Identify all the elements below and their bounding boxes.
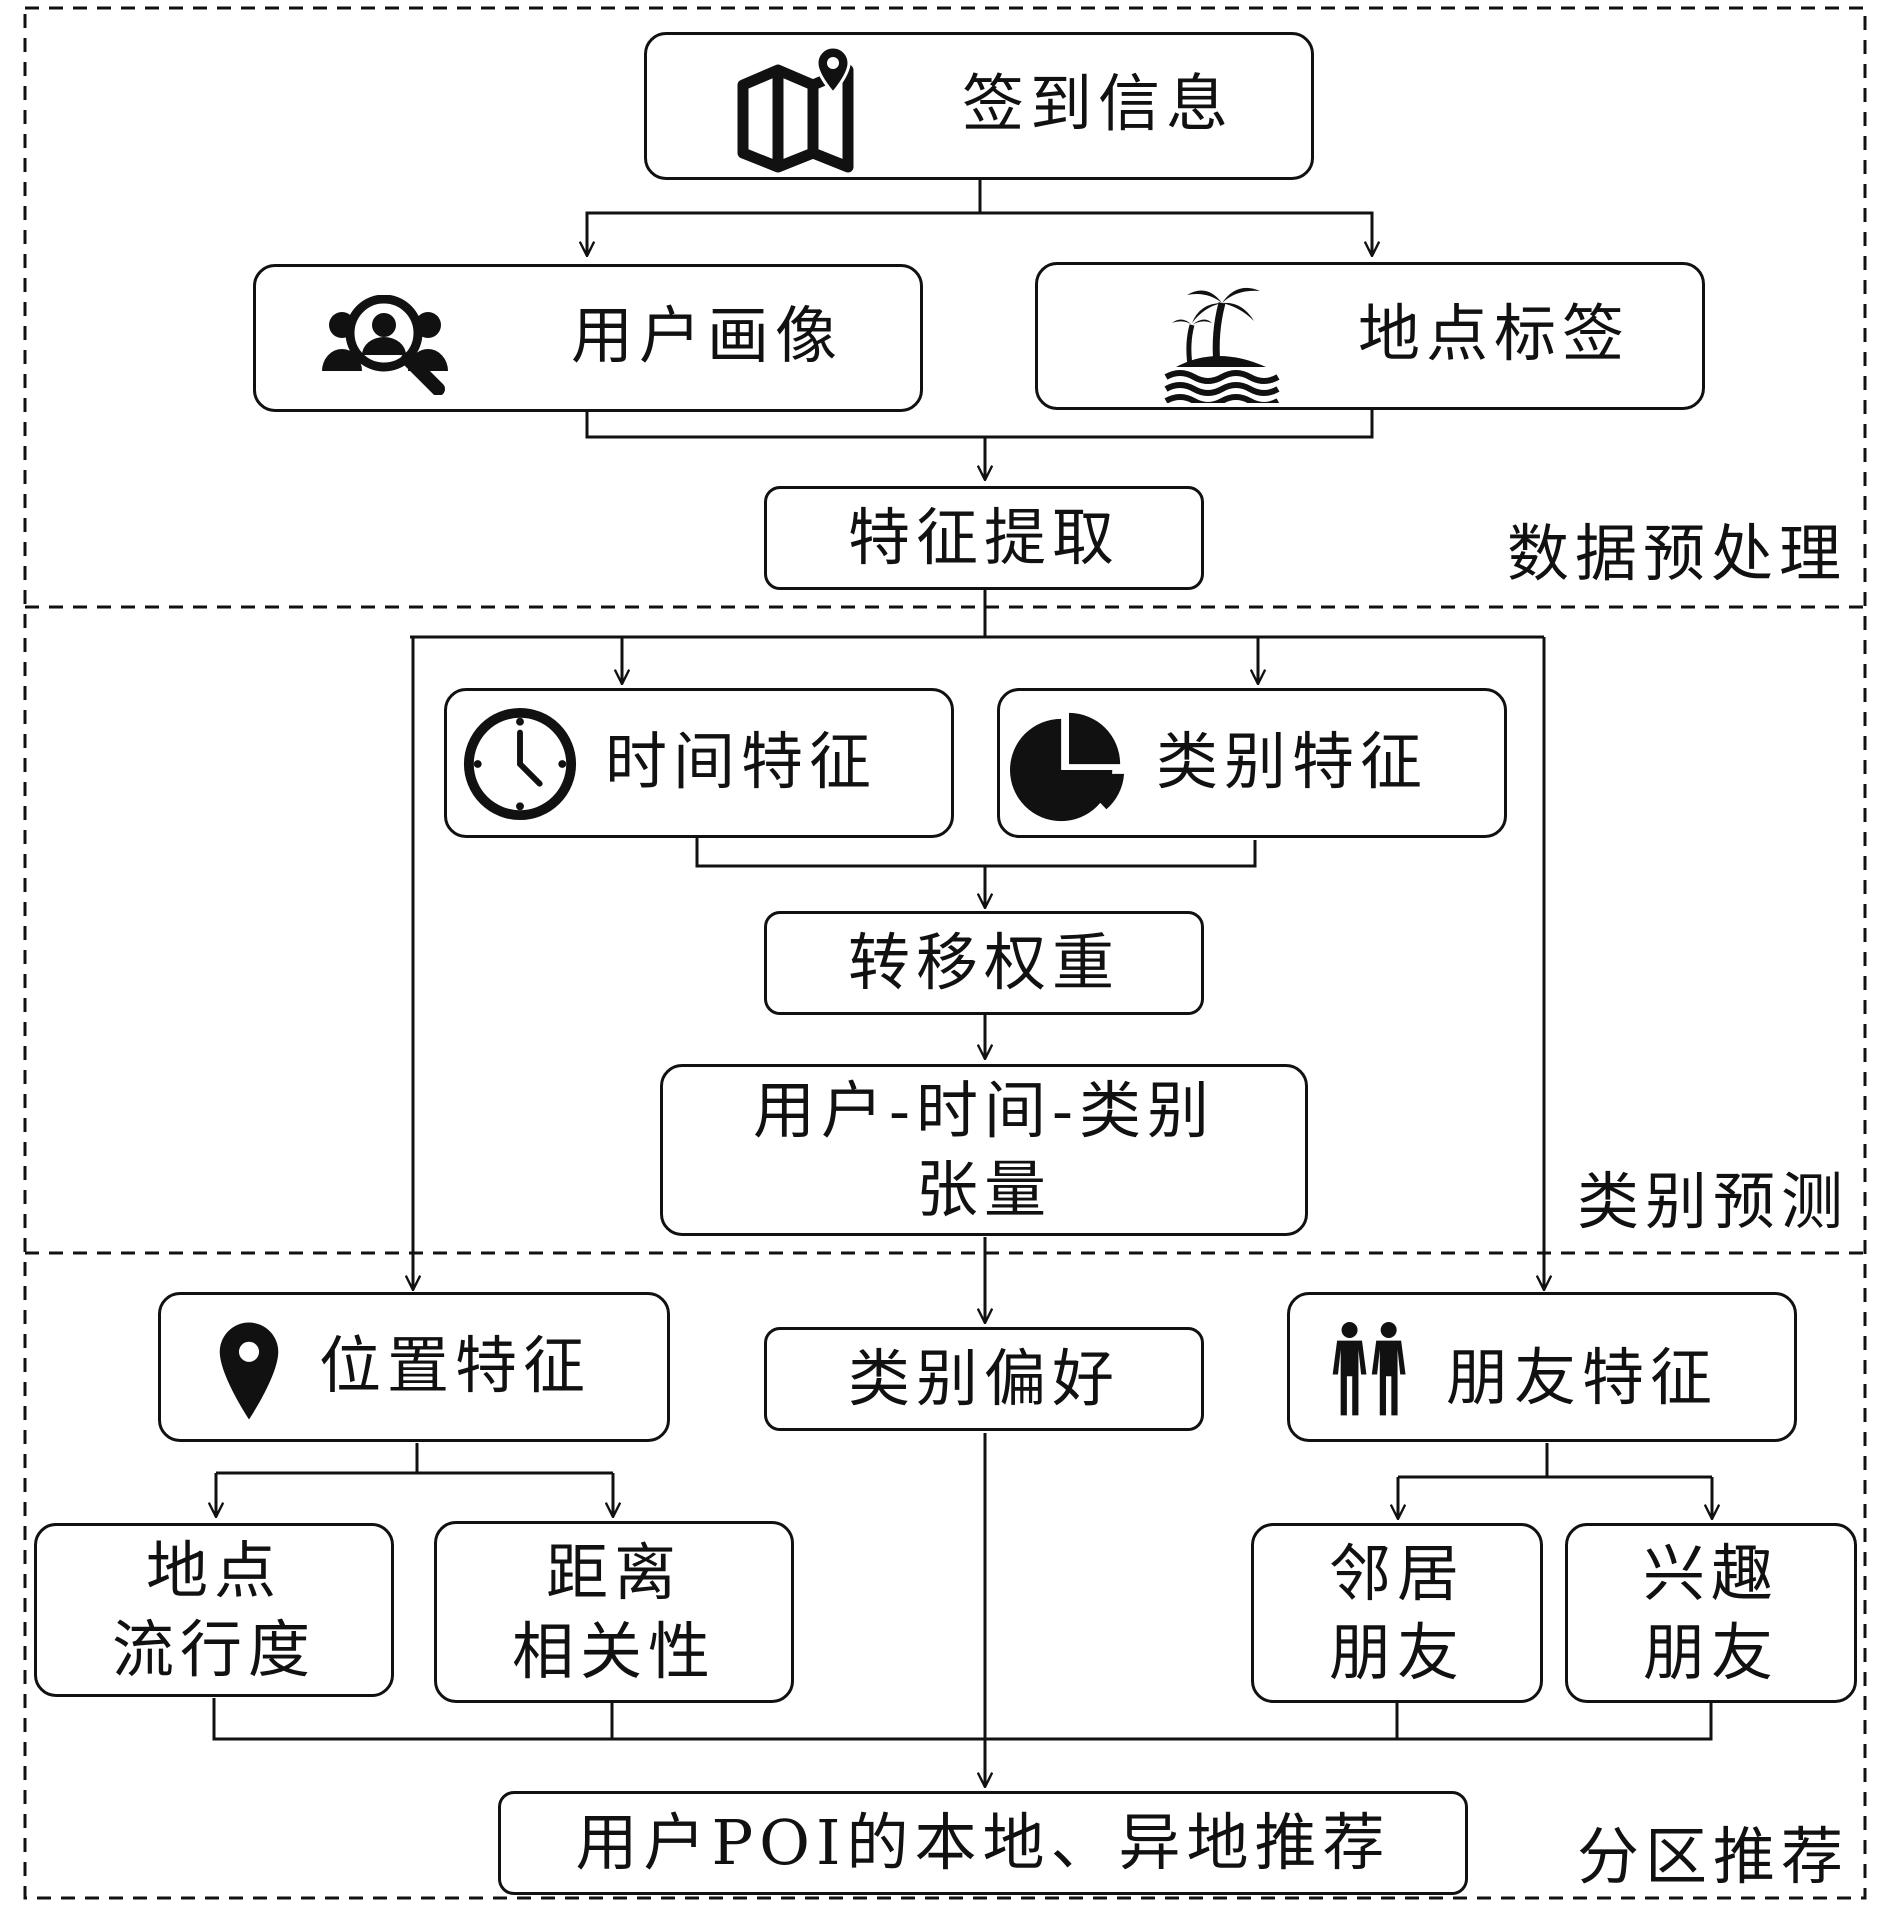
node-location-tag: 地点标签 (1035, 262, 1705, 410)
map-pin-icon (219, 1322, 279, 1420)
section-label-preprocess: 数据预处理 (1507, 517, 1848, 590)
node-label: 邻居 朋友 (1328, 1536, 1465, 1689)
user-group-search-icon (322, 295, 448, 395)
node-neighbor-friends: 邻居 朋友 (1251, 1523, 1543, 1703)
node-label: 转移权重 (847, 925, 1120, 999)
node-label: 兴趣 朋友 (1642, 1536, 1779, 1689)
node-label: 地点 流行度 (111, 1533, 316, 1686)
node-position-feature: 位置特征 (158, 1292, 670, 1442)
connector-lines (214, 180, 1712, 1787)
node-label: 朋友特征 (1446, 1341, 1719, 1414)
section-boundaries (23, 6, 1867, 1900)
node-user-profile: 用户画像 (253, 264, 923, 412)
section-label-category-prediction: 类别预测 (1577, 1165, 1850, 1238)
node-label: 位置特征 (319, 1329, 592, 1402)
node-poi-recommendation: 用户POI的本地、异地推荐 (498, 1791, 1468, 1895)
node-distance-correlation: 距离 相关性 (434, 1521, 794, 1703)
node-location-popularity: 地点 流行度 (34, 1523, 394, 1697)
node-time-feature: 时间特征 (444, 688, 954, 838)
node-feature-extract: 特征提取 (764, 486, 1204, 590)
two-people-icon (1332, 1322, 1406, 1416)
node-interest-friends: 兴趣 朋友 (1565, 1523, 1857, 1703)
node-checkin: 签到信息 (644, 32, 1314, 180)
pie-chart-icon (1010, 712, 1125, 822)
node-label: 用户POI的本地、异地推荐 (575, 1805, 1391, 1879)
node-label: 地点标签 (1358, 297, 1631, 370)
node-label: 时间特征 (605, 725, 878, 798)
node-label: 距离 相关性 (511, 1535, 716, 1688)
node-friend-feature: 朋友特征 (1287, 1292, 1797, 1442)
node-category-feature: 类别特征 (997, 688, 1507, 838)
island-palm-icon (1164, 287, 1280, 403)
node-label: 用户画像 (571, 299, 844, 372)
node-label: 签到信息 (962, 67, 1235, 140)
node-transfer-weight: 转移权重 (764, 911, 1204, 1015)
node-label: 用户-时间-类别 张量 (753, 1073, 1215, 1226)
node-category-preference: 类别偏好 (764, 1327, 1204, 1431)
node-label: 类别特征 (1156, 725, 1429, 798)
section-label-partition-recommend: 分区推荐 (1577, 1820, 1850, 1893)
node-label: 类别偏好 (847, 1341, 1120, 1415)
folded-map-pin-icon (737, 45, 854, 173)
clock-icon (463, 707, 577, 821)
node-user-time-category-tensor: 用户-时间-类别 张量 (660, 1064, 1308, 1236)
node-label: 特征提取 (847, 500, 1120, 574)
